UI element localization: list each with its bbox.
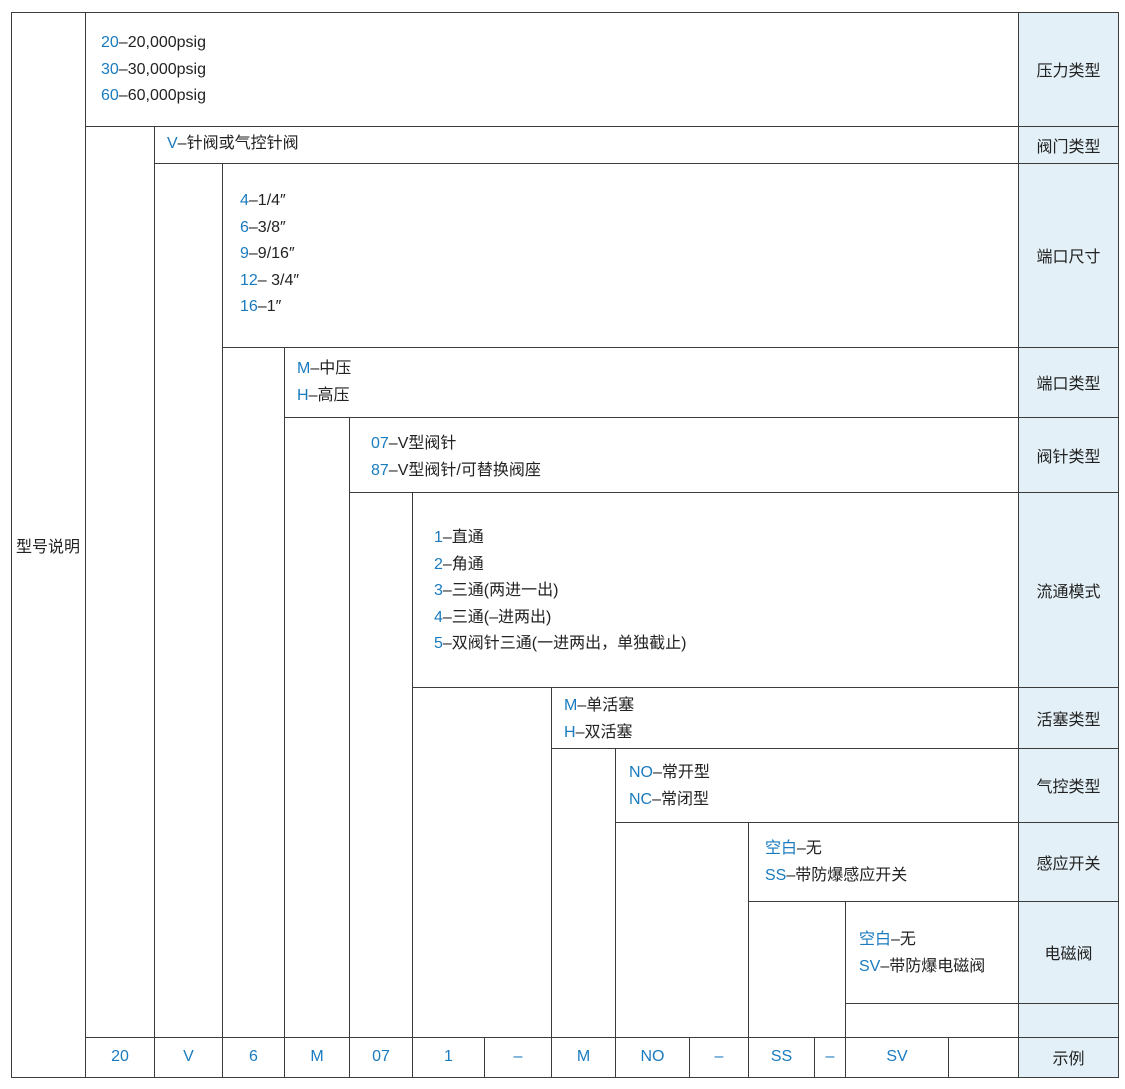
option: 空白–无 [859,931,916,948]
example-cell-divider [689,1037,690,1078]
row-label-flow-pattern: 流通模式 [1036,583,1101,601]
stair-divider [222,163,223,1078]
row-divider [551,748,1119,749]
example-cell: 1 [444,1048,453,1065]
row-label-valve-type: 阀门类型 [1036,138,1101,156]
example-cell: – [825,1048,835,1065]
label-column-background [1019,12,1118,1077]
actuator-type-options: NO–常开型 NC–常闭型 [629,760,710,813]
option: 6–3/8″ [240,218,286,236]
frame-top [11,12,1119,13]
option: H–双活塞 [564,723,633,741]
option: M–单活塞 [564,697,635,714]
example-cell [949,1037,1018,1077]
port-type-options: M–中压 H–高压 [297,356,351,409]
option: 1–直通 [434,529,484,546]
row-divider [349,492,1119,493]
frame-left [11,12,12,1078]
stair-divider [284,347,285,1078]
sensor-switch-options: 空白–无 SS–带防爆感应开关 [765,836,907,889]
example-cell: – [513,1048,523,1065]
valve-type-options: V–针阀或气控针阀 [167,131,299,158]
row-divider [284,417,1119,418]
option: 3–三通(两进一出) [434,582,559,599]
row-divider [412,687,1119,688]
side-column-divider [85,12,86,1078]
example-cell-divider [814,1037,815,1078]
piston-type-options: M–单活塞 H–双活塞 [564,693,634,746]
example-cell-divider [948,1037,949,1078]
flow-pattern-options: 1–直通 2–角通 3–三通(两进一出) 4–三通(–进两出) 5–双阀针三通(… [434,525,686,658]
option: 2–角通 [434,555,484,573]
example-cell: 6 [249,1048,258,1065]
stair-divider [845,901,846,1078]
stair-divider [412,492,413,1078]
example-cell: M [310,1048,324,1065]
example-cell: M [576,1048,591,1065]
example-cell: SV [886,1048,908,1065]
option: 30–30,000psig [101,60,206,78]
option: 12– 3/4″ [240,271,300,289]
solenoid-valve-options: 空白–无 SV–带防爆电磁阀 [859,927,985,980]
stair-divider [615,748,616,1078]
option: 87–V型阀针/可替换阀座 [371,461,541,479]
option: SV–带防爆电磁阀 [859,957,986,975]
row-label-port-type: 端口类型 [1036,376,1101,393]
option: 9–9/16″ [240,245,295,262]
example-cell-divider [484,1037,485,1078]
stair-divider [154,126,155,1078]
example-cell: 20 [111,1048,129,1065]
needle-type-options: 07–V型阀针 87–V型阀针/可替换阀座 [371,431,541,484]
port-size-options: 4–1/4″ 6–3/8″ 9–9/16″ 12– 3/4″ 16–1″ [240,188,299,321]
label-column-divider [1018,12,1019,1078]
option: 4–三通(–进两出) [434,608,552,626]
row-divider [615,822,1119,823]
pressure-type-options: 20–20,000psig 30–30,000psig 60–60,000psi… [101,30,206,110]
frame-bottom [11,1077,1119,1078]
row-label-solenoid-valve: 电磁阀 [1044,946,1093,963]
row-divider [222,347,1119,348]
example-cell: NO [640,1048,665,1065]
row-divider [748,901,1119,902]
row-label-port-size: 端口尺寸 [1036,249,1101,266]
row-label-needle-type: 阀针类型 [1036,448,1101,466]
stair-divider [748,822,749,1078]
row-label-pressure-type: 压力类型 [1036,63,1101,80]
stair-divider [349,417,350,1078]
example-cell: V [183,1048,194,1065]
option: 60–60,000psig [101,87,206,104]
example-cell: 07 [372,1048,390,1065]
model-description-label: 型号说明 [15,539,80,556]
option: 07–V型阀针 [371,435,457,452]
option: 5–双阀针三通(一进两出，单独截止) [434,635,687,652]
row-label-actuator-type: 气控类型 [1036,779,1101,796]
option: NC–常闭型 [629,790,710,808]
example-cell: SS [770,1048,793,1065]
option: V–针阀或气控针阀 [167,135,299,152]
option: 4–1/4″ [240,192,286,209]
option: 20–20,000psig [101,34,206,51]
option: 16–1″ [240,298,282,315]
row-divider [154,163,1119,164]
row-label-example: 示例 [1052,1051,1085,1068]
option: M–中压 [297,360,352,377]
frame-right [1118,12,1119,1078]
row-divider [85,126,1119,127]
example-cell: – [714,1048,724,1065]
row-label-piston-type: 活塞类型 [1036,711,1101,729]
option: SS–带防爆感应开关 [765,866,908,884]
option: H–高压 [297,386,350,404]
option: NO–常开型 [629,764,710,781]
example-row-top [85,1037,1119,1038]
row-divider [845,1003,1119,1004]
row-label-sensor-switch: 感应开关 [1036,855,1101,873]
option: 空白–无 [765,840,822,857]
stair-divider [551,687,552,1078]
